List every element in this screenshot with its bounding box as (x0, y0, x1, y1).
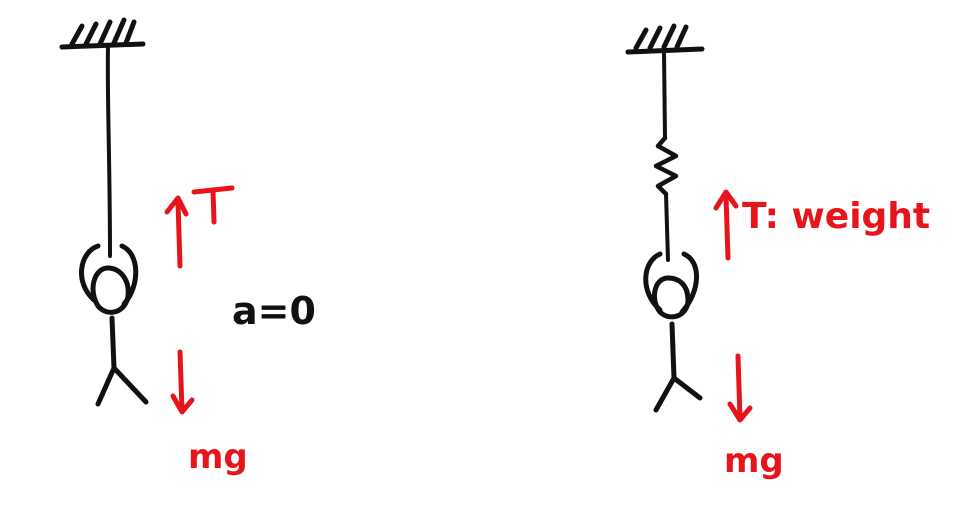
up-arrow-icon (713, 189, 739, 261)
head (90, 265, 131, 315)
ceiling-hatch-icon (625, 23, 705, 55)
stick-figure-icon (79, 243, 149, 407)
tension-t-glyph (191, 185, 235, 225)
left-arm (79, 243, 101, 303)
down-arrow-icon (170, 349, 195, 415)
weight-label: mg (724, 441, 784, 481)
tension-label: T: weight (742, 196, 930, 237)
right-leg (111, 365, 149, 405)
right-figure: T: weight mg (625, 23, 930, 481)
down-arrow-icon (727, 353, 753, 423)
ceiling-hatch-icon (59, 17, 146, 50)
stick-figure-icon (643, 251, 703, 413)
rope (105, 44, 112, 258)
left-figure: T mg a=0 (59, 17, 316, 477)
right-leg (671, 375, 703, 401)
lower-rope (664, 192, 670, 262)
up-arrow-icon (164, 195, 189, 269)
upper-rope (662, 50, 667, 140)
head (651, 275, 691, 320)
left-leg (653, 375, 677, 413)
body (109, 315, 117, 371)
left-leg (95, 365, 117, 407)
spring-icon (653, 135, 679, 197)
body (669, 321, 677, 381)
acceleration-label: a=0 (232, 289, 316, 333)
weight-label: mg (188, 437, 248, 477)
